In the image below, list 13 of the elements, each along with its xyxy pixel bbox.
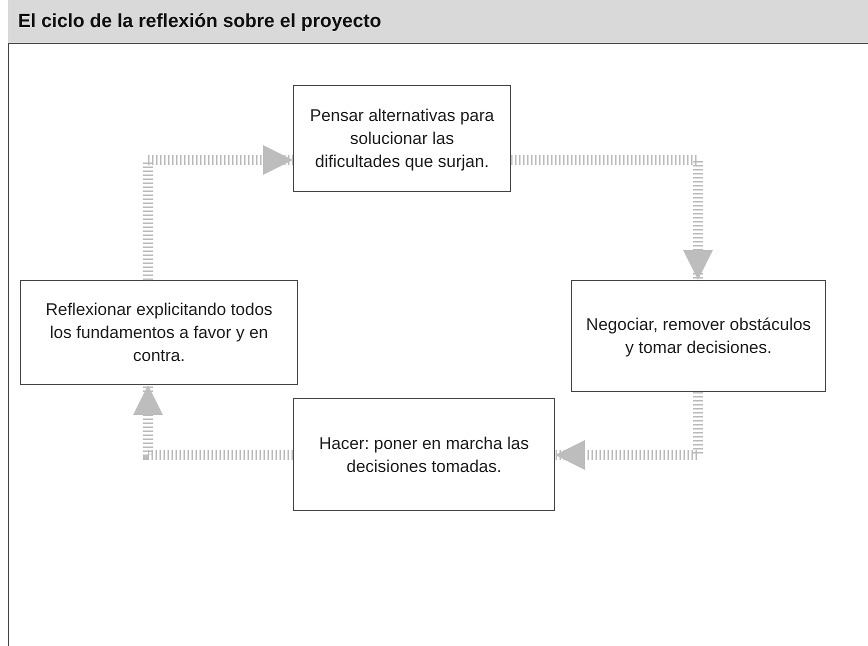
process-box xyxy=(293,398,555,511)
arrow xyxy=(143,145,293,280)
process-box xyxy=(293,85,511,192)
box-text: Reflexionar explicitando todos los fundamentos a favor y en contra. xyxy=(44,299,274,367)
arrow xyxy=(511,155,713,280)
title: El ciclo de la reflexión sobre el proyecto xyxy=(18,11,382,33)
arrow xyxy=(555,392,703,470)
box-text: Pensar alternativas para solucionar las dificultades que surjan. xyxy=(308,105,496,173)
arrow xyxy=(133,385,293,460)
process-box xyxy=(571,280,826,392)
process-box xyxy=(20,280,298,385)
box-text: Hacer: poner en marcha las decisiones tomadas. xyxy=(318,432,530,478)
box-text: Negociar, remover obstáculos y tomar decisiones. xyxy=(585,314,812,359)
